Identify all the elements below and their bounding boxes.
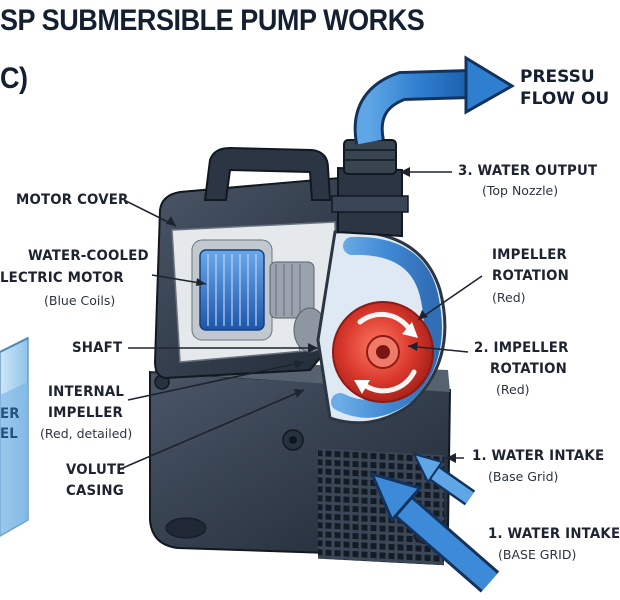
- water-level-2: EL: [0, 426, 18, 442]
- impeller-rotation-2-sub: (Red): [496, 382, 530, 397]
- water-intake-2-sub: (BASE GRID): [498, 547, 577, 562]
- pressure-label-2: FLOW OU: [520, 89, 610, 109]
- water-intake-2-label: 1. WATER INTAKE: [488, 526, 620, 542]
- water-output-label: 3. WATER OUTPUT: [458, 163, 598, 179]
- motor-label-1: WATER-COOLED: [28, 248, 149, 264]
- impeller-rotation-2-2: ROTATION: [490, 361, 568, 377]
- volute-casing-1: VOLUTE: [66, 462, 126, 478]
- impeller-rotation-top-sub: (Red): [492, 290, 526, 305]
- shaft-label: SHAFT: [72, 340, 123, 356]
- internal-impeller-sub: (Red, detailed): [40, 426, 133, 441]
- impeller-rotation-2-1: 2. IMPELLER: [474, 340, 569, 356]
- outlet-nozzle: [331, 139, 409, 238]
- internal-impeller-1: INTERNAL: [48, 384, 125, 400]
- impeller-rotation-top-1: IMPELLER: [492, 247, 567, 263]
- water-intake-1-sub: (Base Grid): [488, 469, 559, 484]
- water-intake-1-label: 1. WATER INTAKE: [472, 448, 605, 464]
- volute-section: [316, 229, 447, 425]
- motor-label-2: LECTRIC MOTOR: [0, 270, 124, 286]
- pressure-label-1: PRESSU: [520, 67, 595, 87]
- water-tank: [0, 336, 29, 537]
- title-line-1: SP SUBMERSIBLE PUMP WORKS: [0, 4, 425, 37]
- pump-illustration: [0, 55, 515, 593]
- title-line-2: C): [0, 62, 28, 95]
- intake-arrows: [369, 452, 500, 593]
- volute-casing-2: CASING: [66, 483, 124, 499]
- output-flow-arrow: [353, 55, 515, 145]
- rotation-arrows-icon: [357, 311, 417, 394]
- water-output-sub: (Top Nozzle): [482, 183, 559, 198]
- internal-impeller-2: IMPELLER: [48, 405, 123, 421]
- motor-sub: (Blue Coils): [44, 293, 116, 308]
- water-level-1: ER: [0, 406, 20, 422]
- motor-cutaway: [171, 221, 370, 363]
- motor-cover-label: MOTOR COVER: [16, 192, 129, 208]
- impeller-rotation-top-2: ROTATION: [492, 268, 570, 284]
- pump-diagram: SP SUBMERSIBLE PUMP WORKS C) PRESSU FLOW…: [0, 4, 620, 593]
